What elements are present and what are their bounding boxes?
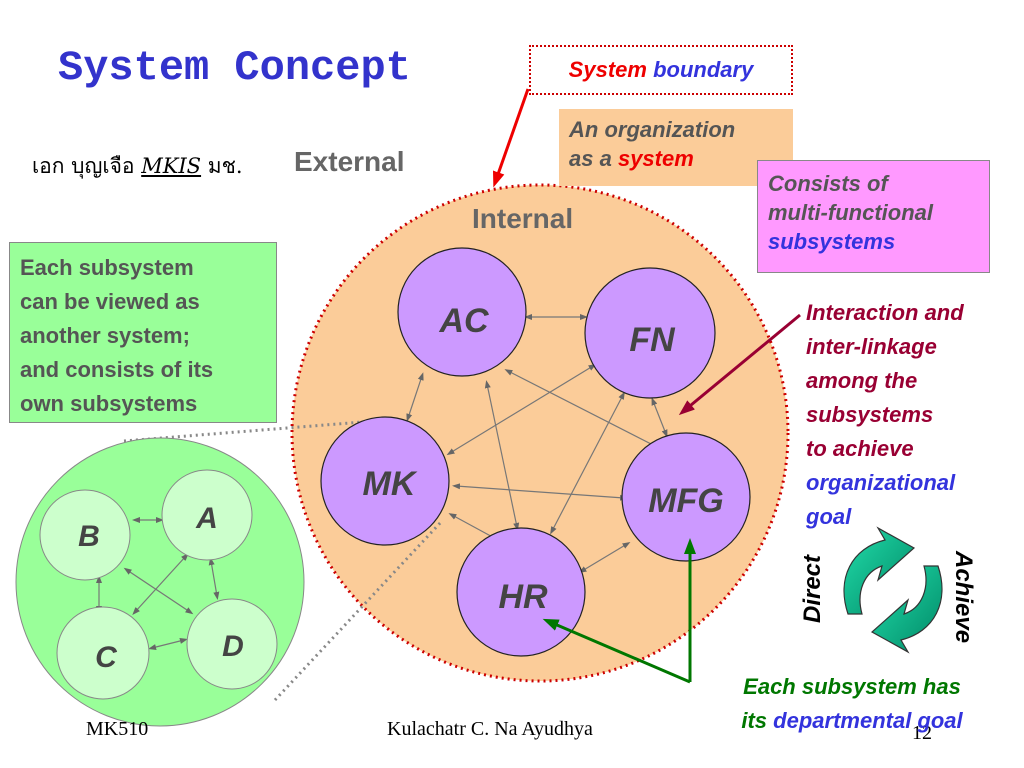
departmental-line1: Each subsystem has [743,674,961,699]
consists-line2: multi-functional [768,200,933,225]
link-ac-mk [406,372,424,422]
departmental-line2-prefix: its [741,708,768,733]
node-mfg [621,432,751,562]
node-ac [397,247,527,377]
subnode-d-label: D [222,630,244,663]
achieve-label: Achieve [950,550,977,643]
goal-arrow-hr [542,618,691,684]
subsystem-box: Each subsystem can be viewed as another … [9,242,277,423]
consists-box: Consists of multi-functional subsystems [757,160,990,273]
consists-line1: Consists of [768,171,888,196]
node-fn [584,267,716,399]
author-name: เอก บุญเจือ [32,154,135,178]
boundary-arrow [492,88,530,188]
node-fn-label: FN [629,321,676,359]
node-mk-label: MK [363,465,418,503]
direct-label-svg: Direct [799,554,826,623]
link-fn-mk [446,363,597,456]
interaction-line2: inter-linkage [806,334,937,359]
external-label: External [294,146,405,177]
subnode-a-label: A [195,502,218,535]
interaction-line5: to achieve [806,436,914,461]
departmental-goal-text: Each subsystem has its departmental goal [706,670,998,738]
link-hr-mfg [578,541,631,574]
org-line2-prefix: as a [569,146,612,171]
footer-left: MK510 [86,718,149,740]
link-c-d [148,638,188,650]
node-mk [320,416,450,546]
boundary-word-boundary: boundary [653,57,754,82]
page-number: 12 [912,722,932,744]
author-line: เอก บุญเจือ MKIS มช. [32,150,243,183]
achieve-label-wrap: Achieve [944,545,984,665]
internal-label: Internal [472,203,574,234]
achieve-label-svg: Achieve [950,550,977,643]
organization-box: An organization as a system [559,109,793,186]
subsystem-line1: Each subsystem [20,255,194,280]
zoom-line-bottom [273,519,444,702]
link-fn-hr [550,391,625,535]
subnode-b [39,489,131,581]
direct-label: Direct [799,554,826,623]
interaction-line3: among the [806,368,918,393]
departmental-line2-highlight: departmental goal [773,708,963,733]
interaction-arrow [678,313,801,416]
interaction-line7: goal [806,504,852,529]
org-line2: as a system [569,144,793,173]
subnode-c [56,606,150,700]
footer-center: Kulachatr C. Na Ayudhya [387,718,593,740]
link-fn-mfg [651,397,668,438]
subnode-d [186,598,278,690]
subsystem-circle [15,437,305,727]
consists-line3: subsystems [768,229,896,254]
direct-label-wrap: Direct [790,545,830,625]
subnode-b-label: B [78,520,100,553]
subnode-a [161,469,253,561]
node-mfg-label: MFG [648,482,724,520]
org-line1: An organization [569,117,736,142]
interaction-text: Interaction and inter-linkage among the … [806,296,964,534]
interaction-line4: subsystems [806,402,934,427]
subsystem-line2: can be viewed as [20,289,200,314]
link-mk-mfg [452,483,628,501]
node-ac-label: AC [438,302,489,340]
org-line2-highlight: system [617,146,694,171]
system-boundary-box: System boundary [529,45,793,95]
node-hr-label: HR [498,578,548,616]
page-title: System Concept [58,44,411,92]
subsystem-line3: another system; [20,323,190,348]
boundary-word-system: System [568,57,647,82]
institution: มช. [207,154,243,178]
link-a-d [208,557,220,600]
subsystem-line4: and consists of its [20,357,214,382]
subsystem-line5: own subsystems [20,391,198,416]
interaction-line1: Interaction and [806,300,964,325]
link-b-d [123,567,194,615]
interaction-line6: organizational [806,470,956,495]
course-name: MKIS [141,154,202,178]
cycle-icon [843,526,943,654]
departmental-line2: its departmental goal [706,704,998,738]
subnode-c-label: C [95,641,118,674]
